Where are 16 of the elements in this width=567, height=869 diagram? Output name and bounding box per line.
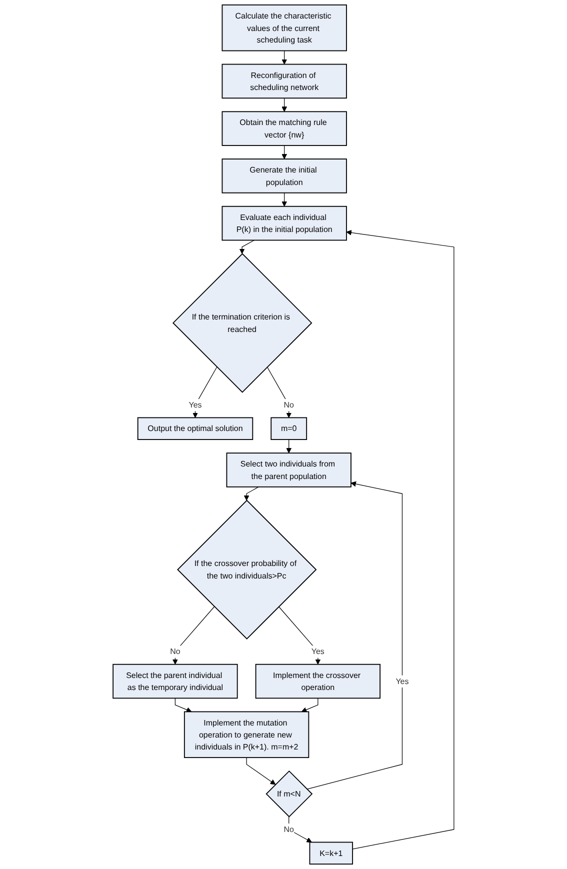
arrow <box>282 98 288 112</box>
arrow <box>346 230 454 850</box>
arrow <box>172 606 215 665</box>
arrow <box>282 192 288 207</box>
arrow <box>282 50 288 65</box>
arrow <box>282 145 288 160</box>
arrow <box>192 366 218 418</box>
arrow <box>246 757 276 785</box>
arrow <box>266 366 292 418</box>
arrow <box>244 486 259 501</box>
arrow <box>278 606 321 665</box>
arrow <box>286 439 292 454</box>
arrow <box>301 698 318 712</box>
arrow <box>306 481 403 790</box>
arrow <box>174 698 192 712</box>
arrow <box>239 240 254 254</box>
